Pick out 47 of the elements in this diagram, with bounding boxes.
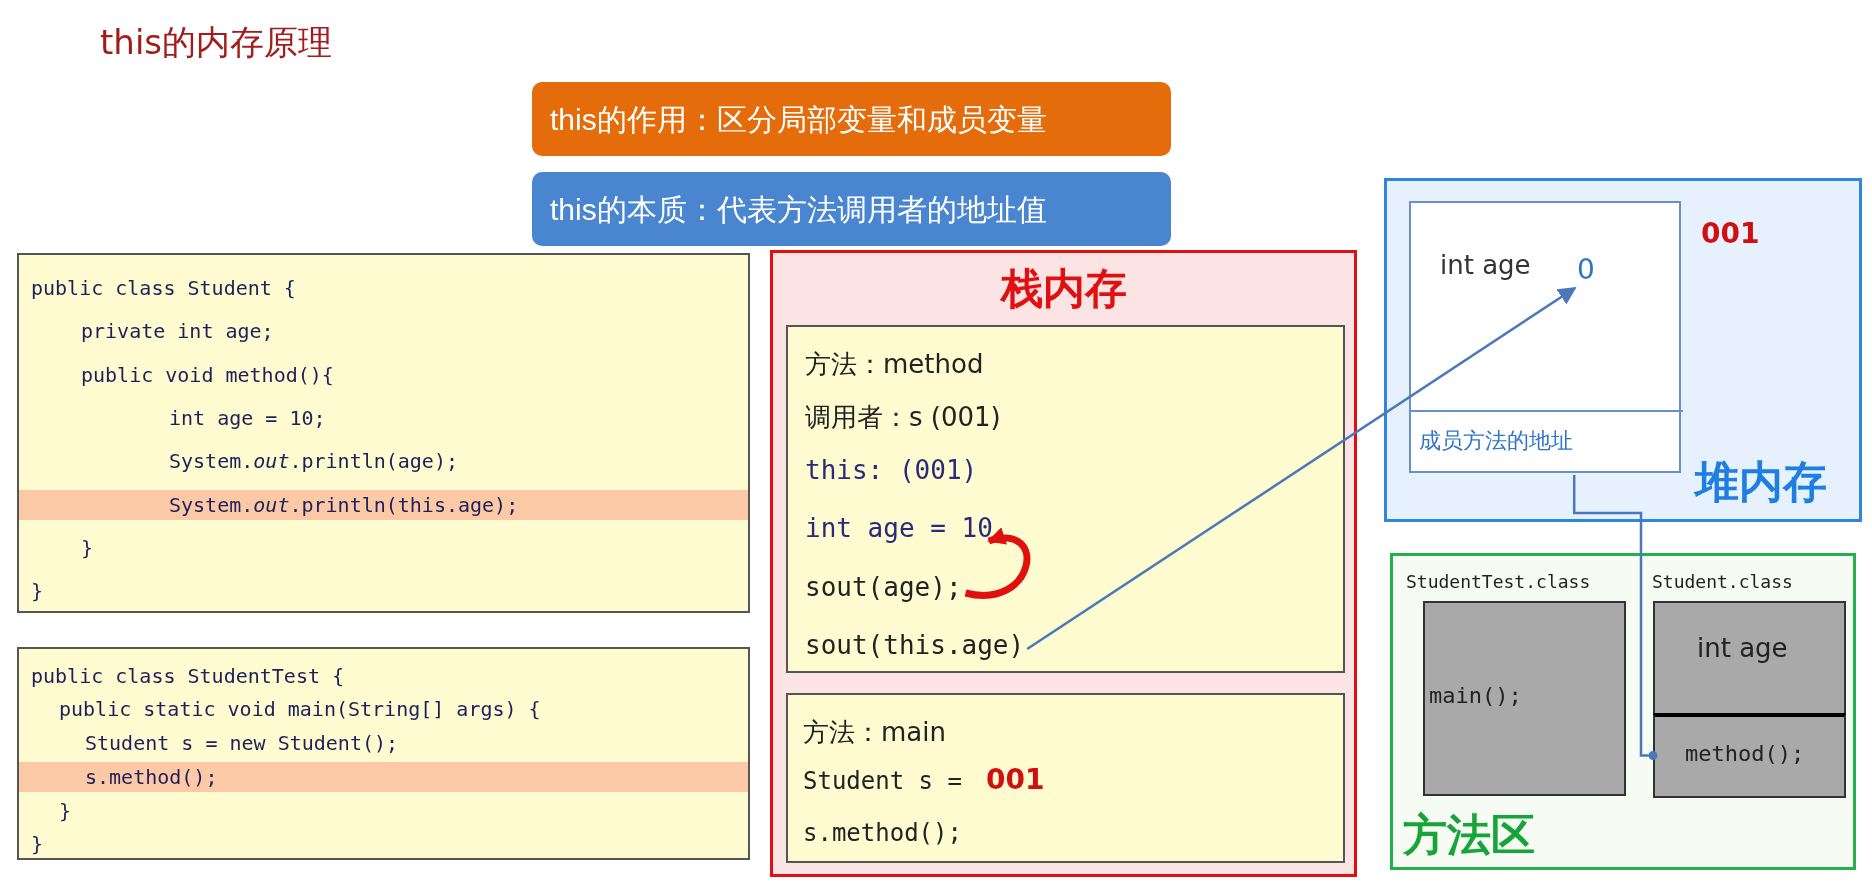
stack-frame [786,325,1345,673]
panel-title: 堆内存 [1695,455,1827,509]
method-address-cell: 成员方法的地址 [1411,410,1683,475]
code-line: public void method(){ [81,362,334,389]
address-value: 001 [986,763,1045,796]
code-text: s.method(); [803,819,962,847]
code-line: int age = 10; [169,405,326,432]
code-line: Student s = new Student(); [85,730,399,757]
panel-title: 方法区 [1403,808,1535,862]
heap-memory-panel [1384,178,1862,522]
panel-title: 栈内存 [999,263,1128,315]
page-title: this的内存原理 [100,21,333,64]
class-name: StudentTest.class [1406,571,1591,592]
code-panel [17,253,750,613]
code-text: int age = 10 [805,513,993,543]
code-line: public class Student { [31,275,296,302]
address-label: 001 [1701,217,1760,250]
frame-text: 方法：method [805,347,984,382]
method-cell: method(); [1653,713,1846,798]
stack-frame [786,693,1345,863]
field-cell: int age [1653,601,1846,713]
stack-memory-panel [770,250,1357,877]
class-box: main(); [1423,601,1626,796]
code-text: sout(this.age) [805,630,1025,660]
field-value: 0 [1577,253,1595,286]
code-line: System.out.println(age); [169,448,458,475]
code-line: } [81,535,94,562]
code-line: public class StudentTest { [31,663,345,690]
arrow [965,528,1031,599]
code-line: public static void main(String[] args) { [59,696,541,723]
code-text: this: (001) [805,455,978,485]
code-text: sout(age); [805,572,962,602]
code-text: Student s = [803,767,962,795]
code-line: private int age; [81,318,274,345]
code-line: } [59,798,72,825]
method-area-panel [1390,553,1856,870]
arrow [1026,286,1577,651]
info-banner: this的本质：代表方法调用者的地址值 [532,172,1171,246]
class-name: Student.class [1652,571,1793,592]
code-line: } [31,578,44,605]
connector-line [1572,475,1658,760]
code-panel [17,647,750,860]
info-banner: this的作用：区分局部变量和成员变量 [532,82,1171,156]
code-line: } [31,831,44,858]
field-name: int age [1440,250,1531,280]
frame-text: 调用者：s (001) [805,400,1001,435]
frame-text: 方法：main [803,716,946,749]
